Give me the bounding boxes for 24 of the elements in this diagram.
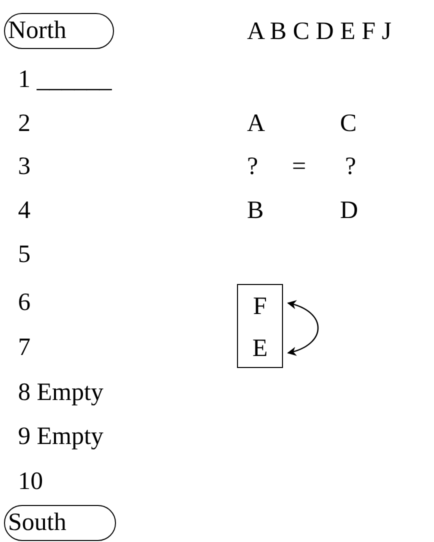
row-label: 4 [18,197,30,225]
row-label: 1 ______ [18,66,112,94]
letter-frame [237,284,283,368]
row-label: 6 [18,289,30,317]
row-label: 10 [18,468,43,496]
puzzle-text: A [247,110,266,138]
letter: E [238,331,282,367]
puzzle-text: ? [345,153,356,181]
puzzle-text: C [340,110,357,138]
row-label: 9 Empty [18,423,104,451]
puzzle-text: B [247,197,264,225]
row-label: 5 [18,241,30,269]
row-label: 2 [18,110,30,138]
row-label: 7 [18,334,30,362]
letter: F [238,289,282,325]
puzzle-text: ? [247,153,258,181]
row-label: 8 Empty [18,379,104,407]
puzzle-text: = [292,153,306,181]
swap-arrow [287,300,319,356]
puzzle-text: A B C D E F J [247,18,392,46]
direction-pill: North [4,13,114,49]
puzzle-text: D [340,197,358,225]
row-label: 3 [18,153,30,181]
direction-pill: South [4,505,116,541]
